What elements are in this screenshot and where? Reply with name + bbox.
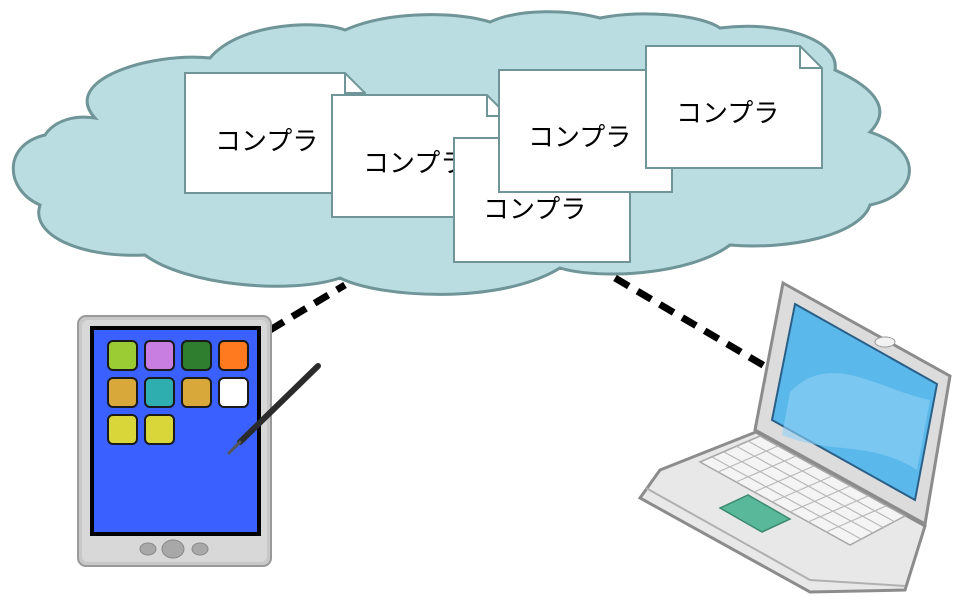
laptop-connector-line [613, 274, 770, 372]
documents: コンプラ コンプラ コンプラ コンプラ コンプラ [184, 45, 823, 263]
tablet-app-grid [107, 340, 249, 445]
tablet-home-buttons [139, 539, 209, 559]
tablet-app-tile [144, 340, 175, 371]
connectors [268, 274, 770, 372]
laptop-keyboard [698, 435, 907, 546]
tablet-app-tile [181, 377, 212, 408]
tablet-app-tile [107, 340, 138, 371]
tablet-app-tile [181, 340, 212, 371]
tablet-app-tile [107, 377, 138, 408]
laptop-icon [637, 280, 952, 594]
document-label-2: コンプラ [363, 149, 466, 179]
document-card-5: コンプラ [645, 45, 823, 169]
document-label-1: コンプラ [215, 127, 318, 157]
document-label-5: コンプラ [676, 99, 779, 129]
laptop-trackpad [718, 494, 792, 533]
tablet-app-tile [218, 377, 249, 408]
tablet-app-tile [107, 414, 138, 445]
document-card-1: コンプラ [184, 72, 366, 194]
tablet-app-tile [144, 414, 175, 445]
document-label-3: コンプラ [483, 195, 586, 225]
tablet-app-tile [144, 377, 175, 408]
tablet-app-tile [218, 340, 249, 371]
document-label-4: コンプラ [528, 123, 631, 153]
tablet-icon [77, 315, 272, 567]
laptop-key-grid [711, 440, 896, 540]
tablet-connector-line [268, 281, 347, 334]
stylus-icon [227, 363, 321, 455]
